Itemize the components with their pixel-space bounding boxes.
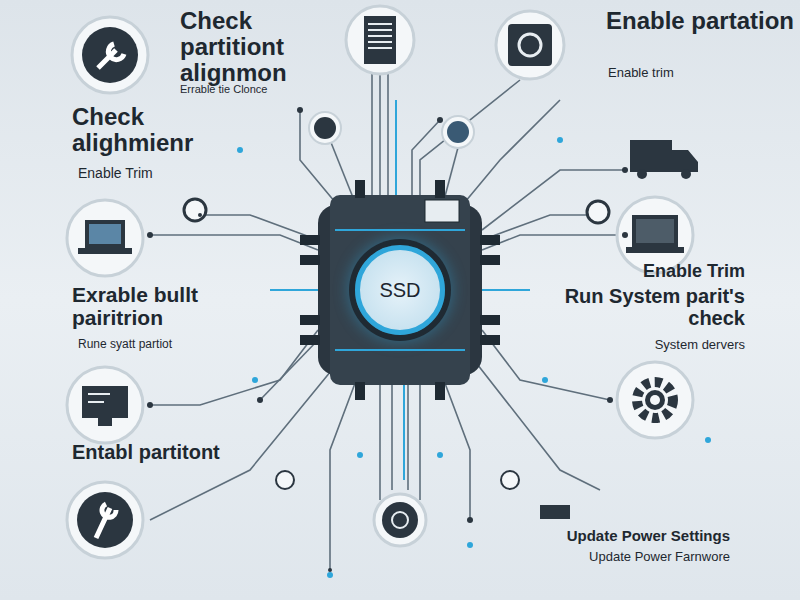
icon-circles	[67, 6, 698, 558]
heading-label: Entabl partitont	[72, 442, 252, 464]
heading-label: Run System parit's check	[520, 286, 745, 329]
heading-label: Enable Trim	[560, 262, 745, 281]
node-text: SSD	[379, 279, 420, 302]
sub-label: Enable Trim	[78, 166, 228, 181]
sub-label: Errable tie Clonce	[180, 84, 380, 96]
heading-label: Update Power Settings	[480, 528, 730, 544]
sub-label: System dervers	[560, 338, 745, 352]
heading-label: Check partitiont alignmon	[180, 8, 350, 86]
sub-label: Update Power Farnwore	[480, 550, 730, 564]
heading-label: Exrable bullt pairitrion	[72, 284, 292, 329]
heading-label: Check alighmienr	[72, 104, 262, 156]
glow-traces	[270, 100, 530, 480]
chip-body	[300, 180, 500, 400]
sub-label: Rune syatt partiot	[78, 338, 278, 351]
accent-dots	[237, 137, 711, 578]
dark-dots	[147, 107, 628, 572]
circuit-traces	[150, 70, 625, 570]
ssd-circle: SSD	[355, 245, 445, 335]
sub-label: Enable trim	[608, 66, 788, 80]
heading-label: Enable partation	[606, 8, 796, 34]
